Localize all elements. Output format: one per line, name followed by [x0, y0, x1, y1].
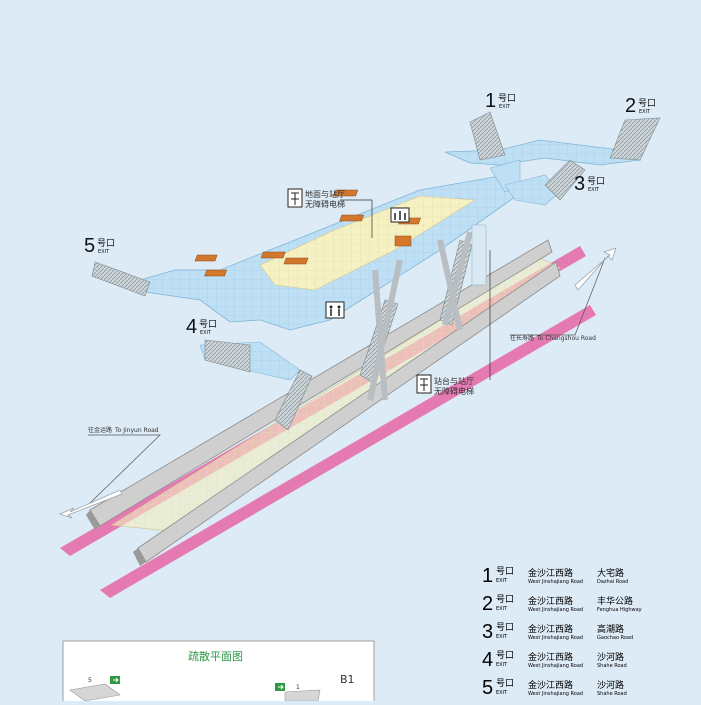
- arrow-changshou-icon: [574, 247, 617, 291]
- svg-text:West Jinshajiang Road: West Jinshajiang Road: [528, 663, 583, 669]
- svg-text:EXIT: EXIT: [639, 109, 651, 115]
- track-pink-lower: [100, 305, 596, 598]
- svg-text:Fenghua Highway: Fenghua Highway: [597, 607, 642, 613]
- svg-text:EXIT: EXIT: [496, 662, 508, 668]
- evacuation-plan: 疏散平面图 B1 5 1: [62, 640, 375, 704]
- svg-text:5: 5: [482, 677, 493, 699]
- svg-text:号口: 号口: [199, 319, 217, 330]
- callout-platform-elevator-line1: 站台与站厅: [434, 376, 474, 386]
- svg-text:号口: 号口: [496, 594, 514, 605]
- svg-text:丰华公路: 丰华公路: [597, 595, 633, 607]
- svg-text:Dazhai Road: Dazhai Road: [597, 579, 628, 585]
- escalator-exit1: [469, 111, 506, 161]
- svg-text:号口: 号口: [496, 678, 514, 689]
- evac-level: B1: [340, 673, 355, 686]
- callout-hall-elevator-line1: 地面与站厅: [305, 189, 345, 199]
- evac-exit5-label: 5: [88, 677, 92, 684]
- escalator-exit3: [544, 159, 586, 201]
- evac-title: 疏散平面图: [188, 649, 243, 663]
- callout-platform-elevator-line2: 无障碍电梯: [434, 386, 474, 396]
- exit-label-3: 3 号口 EXIT: [574, 173, 605, 195]
- svg-text:EXIT: EXIT: [200, 330, 212, 336]
- exit-legend: 1 号口 EXIT 金沙江西路 West Jinshajiang Road 大宅…: [482, 565, 642, 699]
- exit-label-1: 1 号口 EXIT: [485, 90, 516, 112]
- svg-text:号口: 号口: [496, 566, 514, 577]
- svg-text:号口: 号口: [498, 93, 516, 104]
- svg-text:EXIT: EXIT: [588, 187, 600, 193]
- svg-text:Shahe Road: Shahe Road: [597, 691, 627, 697]
- exit-label-5: 5 号口 EXIT: [84, 235, 115, 257]
- escalator-exit2: [609, 117, 661, 161]
- exit-label-2: 2 号口 EXIT: [625, 95, 656, 117]
- svg-text:EXIT: EXIT: [496, 578, 508, 584]
- svg-text:沙河路: 沙河路: [597, 679, 624, 691]
- callout-hall-elevator-line2: 无障碍电梯: [305, 199, 345, 209]
- svg-text:号口: 号口: [97, 238, 115, 249]
- svg-text:3: 3: [482, 621, 493, 643]
- stairs-to-platform-a: [274, 369, 313, 431]
- svg-text:金沙江西路: 金沙江西路: [528, 623, 573, 635]
- legend-row-3: 3 号口 EXIT 金沙江西路 West Jinshajiang Road 高潮…: [482, 621, 633, 643]
- svg-text:West Jinshajiang Road: West Jinshajiang Road: [528, 579, 583, 585]
- svg-text:号口: 号口: [638, 98, 656, 109]
- svg-text:大宅路: 大宅路: [597, 567, 624, 579]
- evac-exit1-label: 1: [296, 684, 300, 691]
- svg-text:1: 1: [482, 565, 493, 587]
- svg-text:3: 3: [574, 173, 585, 195]
- escalator-exit4: [204, 339, 251, 373]
- svg-text:2: 2: [625, 95, 636, 117]
- arrow-jinyun-icon: [58, 489, 123, 519]
- svg-text:沙河路: 沙河路: [597, 651, 624, 663]
- evac-mini-stairs: [69, 683, 121, 702]
- svg-text:金沙江西路: 金沙江西路: [528, 651, 573, 663]
- svg-text:5: 5: [84, 235, 95, 257]
- svg-text:Gaochao Road: Gaochao Road: [597, 635, 633, 641]
- svg-text:West Jinshajiang Road: West Jinshajiang Road: [528, 607, 583, 613]
- escalator-exit5: [91, 261, 151, 297]
- ticket-gates: [194, 189, 421, 277]
- svg-text:号口: 号口: [496, 622, 514, 633]
- elevator-shaft: [471, 224, 487, 286]
- svg-text:4: 4: [482, 649, 493, 671]
- svg-text:Shahe Road: Shahe Road: [597, 663, 627, 669]
- svg-text:EXIT: EXIT: [496, 634, 508, 640]
- svg-text:金沙江西路: 金沙江西路: [528, 679, 573, 691]
- train-lower: [137, 261, 561, 563]
- legend-row-5: 5 号口 EXIT 金沙江西路 West Jinshajiang Road 沙河…: [482, 677, 627, 699]
- svg-text:4: 4: [186, 316, 197, 338]
- svg-text:EXIT: EXIT: [496, 606, 508, 612]
- svg-text:EXIT: EXIT: [499, 104, 511, 110]
- legend-row-1: 1 号口 EXIT 金沙江西路 West Jinshajiang Road 大宅…: [482, 565, 628, 587]
- svg-text:1: 1: [485, 90, 496, 112]
- svg-text:高潮路: 高潮路: [597, 623, 624, 635]
- exit-label-4: 4 号口 EXIT: [186, 316, 217, 338]
- svg-text:West Jinshajiang Road: West Jinshajiang Road: [528, 635, 583, 641]
- svg-text:金沙江西路: 金沙江西路: [528, 595, 573, 607]
- legend-row-4: 4 号口 EXIT 金沙江西路 West Jinshajiang Road 沙河…: [482, 649, 627, 671]
- svg-text:EXIT: EXIT: [98, 249, 110, 255]
- svg-text:EXIT: EXIT: [496, 690, 508, 696]
- columns: [367, 231, 473, 401]
- callout-hall-elevator: 地面与站厅 无障碍电梯: [287, 188, 345, 209]
- svg-text:West Jinshajiang Road: West Jinshajiang Road: [528, 691, 583, 697]
- legend-row-2: 2 号口 EXIT 金沙江西路 West Jinshajiang Road 丰华…: [482, 593, 642, 615]
- restroom-icon: [325, 301, 345, 319]
- svg-text:号口: 号口: [587, 176, 605, 187]
- svg-text:2: 2: [482, 593, 493, 615]
- callout-platform-elevator: 站台与站厅 无障碍电梯: [416, 374, 474, 396]
- svg-text:号口: 号口: [496, 650, 514, 661]
- svg-text:金沙江西路: 金沙江西路: [528, 567, 573, 579]
